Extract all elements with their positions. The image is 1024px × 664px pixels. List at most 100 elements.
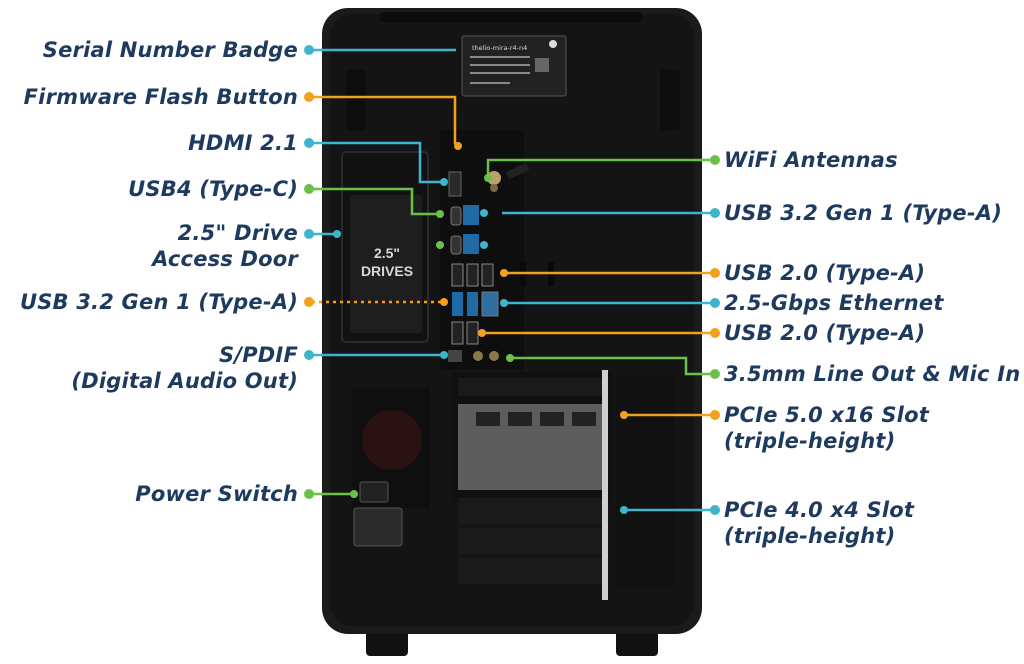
dot-hdmi xyxy=(304,138,314,148)
ethernet-port xyxy=(481,291,499,317)
label-firmware-flash-button: Firmware Flash Button xyxy=(23,85,298,109)
end-audio xyxy=(506,354,514,362)
wifi-antenna-connector-2 xyxy=(490,184,498,192)
label-audio: 3.5mm Line Out & Mic In xyxy=(724,362,1021,386)
handle-left xyxy=(346,70,366,130)
end-drive-door xyxy=(333,230,341,238)
label-pcie4-line2: (triple-height) xyxy=(724,524,896,548)
badge-title-text: thelio-mira-r4-n4 xyxy=(472,44,527,52)
end-usb32-right-2 xyxy=(480,241,488,249)
line-audio xyxy=(510,356,716,376)
label-drive-door: 2.5" Drive Access Door xyxy=(38,220,298,272)
end-usb4-2 xyxy=(436,241,444,249)
line-hdmi xyxy=(305,141,444,184)
end-usb20-bottom xyxy=(478,329,486,337)
badge-dot xyxy=(549,40,557,48)
dot-usb32-left xyxy=(304,297,314,307)
dot-power-switch xyxy=(304,489,314,499)
gpu-port-3 xyxy=(540,412,564,426)
end-firmware xyxy=(454,142,462,150)
end-ethernet xyxy=(500,299,508,307)
pcie-slot-cover-3 xyxy=(458,528,604,554)
usb32-port-b1 xyxy=(452,292,463,316)
spdif-port xyxy=(448,350,462,362)
label-usb32-right: USB 3.2 Gen 1 (Type-A) xyxy=(724,201,1003,225)
dot-pcie5 xyxy=(710,410,720,420)
dot-usb20-bottom xyxy=(710,328,720,338)
audio-jack-1 xyxy=(473,351,483,361)
label-usb32-left: USB 3.2 Gen 1 (Type-A) xyxy=(19,290,298,314)
gpu-port-1 xyxy=(476,412,500,426)
end-usb32-right-1 xyxy=(480,209,488,217)
end-pcie5 xyxy=(620,411,628,419)
drives-text-line2: DRIVES xyxy=(361,263,413,279)
label-usb20-top: USB 2.0 (Type-A) xyxy=(724,261,926,285)
pcie-slot-cover-4 xyxy=(458,558,604,584)
line-wifi xyxy=(486,158,716,178)
end-power-switch xyxy=(350,490,358,498)
usb4-port-2 xyxy=(450,235,462,255)
dot-usb32-right xyxy=(710,208,720,218)
line-firmware xyxy=(305,95,457,144)
hdmi-port xyxy=(448,171,462,197)
label-spdif-line2: (Digital Audio Out) xyxy=(71,369,298,393)
badge-line-4 xyxy=(470,82,510,84)
label-spdif: S/PDIF (Digital Audio Out) xyxy=(0,342,298,394)
label-hdmi: HDMI 2.1 xyxy=(188,131,298,155)
pcie-slot-cover-2 xyxy=(458,498,604,524)
drive-door-inner xyxy=(350,195,422,333)
end-usb20-top xyxy=(500,269,508,277)
usb4-port-1 xyxy=(450,206,462,226)
label-drive-door-line2: Access Door xyxy=(152,247,298,271)
usb20-port-a1 xyxy=(451,263,464,287)
label-pcie5-line2: (triple-height) xyxy=(724,429,896,453)
side-vent-panel xyxy=(616,376,674,586)
wifi-antenna-connector-1 xyxy=(487,171,501,185)
label-drive-door-line1: 2.5" Drive xyxy=(177,221,298,245)
pcie-retention-bar xyxy=(602,370,608,600)
end-hdmi xyxy=(440,178,448,186)
handle-right xyxy=(660,70,680,130)
label-wifi-antennas: WiFi Antennas xyxy=(724,148,898,172)
label-usb20-bottom: USB 2.0 (Type-A) xyxy=(724,321,926,345)
usb20-port-a2 xyxy=(466,263,479,287)
pcie-slot-cover-1 xyxy=(458,378,604,396)
wifi-antenna-stub xyxy=(505,162,530,180)
end-spdif xyxy=(440,351,448,359)
badge-line-1 xyxy=(470,56,530,58)
usb32-port-1 xyxy=(463,205,479,225)
dot-drive-door xyxy=(304,229,314,239)
badge-line-3 xyxy=(470,72,530,74)
label-pcie5: PCIe 5.0 x16 Slot (triple-height) xyxy=(724,402,1014,454)
dot-firmware xyxy=(304,92,314,102)
usb20-port-c1 xyxy=(451,321,464,345)
badge-qr xyxy=(535,58,549,72)
label-power-switch: Power Switch xyxy=(135,482,298,506)
power-inlet xyxy=(353,507,403,547)
dot-serial-badge xyxy=(304,45,314,55)
label-pcie4: PCIe 4.0 x4 Slot (triple-height) xyxy=(724,497,1014,549)
dot-audio xyxy=(710,369,720,379)
label-serial-number-badge: Serial Number Badge xyxy=(42,38,298,62)
top-vent xyxy=(380,12,642,22)
drives-text-line1: 2.5" xyxy=(374,245,400,261)
end-usb4-1 xyxy=(436,210,444,218)
line-usb4 xyxy=(305,187,440,216)
dot-wifi xyxy=(710,155,720,165)
audio-jack-2 xyxy=(489,351,499,361)
badge-line-2 xyxy=(470,64,530,66)
usb32-port-b2 xyxy=(467,292,478,316)
end-pcie4 xyxy=(620,506,628,514)
end-wifi xyxy=(484,174,492,182)
power-switch xyxy=(359,481,389,503)
gpu-port-4 xyxy=(572,412,596,426)
gpu-port-2 xyxy=(508,412,532,426)
label-pcie4-line1: PCIe 4.0 x4 Slot xyxy=(724,498,915,522)
dot-pcie4 xyxy=(710,505,720,515)
usb20-port-a3 xyxy=(481,263,494,287)
psu-fan xyxy=(362,410,422,470)
dot-ethernet xyxy=(710,298,720,308)
label-ethernet: 2.5-Gbps Ethernet xyxy=(724,291,944,315)
